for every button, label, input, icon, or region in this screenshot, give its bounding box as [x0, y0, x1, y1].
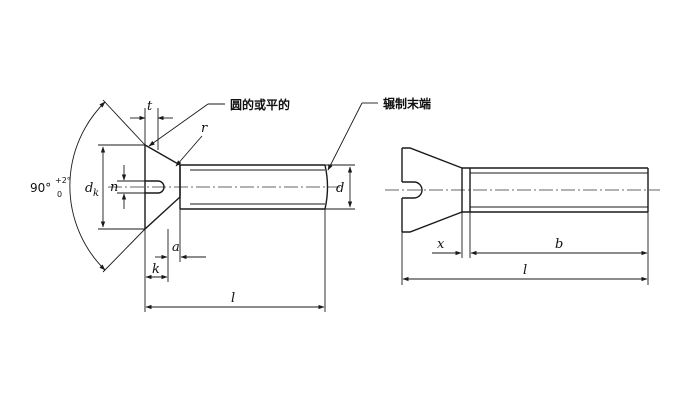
- head-slot-right: [402, 181, 423, 199]
- head-lower-edge: [402, 211, 463, 233]
- dk-subscript: k: [93, 188, 99, 199]
- angle-90-label: 90°: [30, 181, 51, 195]
- x-label: x: [437, 237, 445, 252]
- left-view: t r 圆的或平的 d k n 90° +2° 0 d: [30, 96, 431, 312]
- head-upper-edge: [402, 147, 463, 169]
- t-label: t: [147, 99, 153, 114]
- d-label-left: d: [336, 181, 344, 196]
- note-rolled-end: 辗制末端: [383, 96, 431, 111]
- right-view: x b l: [385, 147, 660, 285]
- b-label: b: [555, 237, 563, 252]
- a-label: a: [172, 240, 180, 255]
- rolled-end-left: [324, 164, 329, 210]
- n-label: n: [110, 180, 118, 195]
- note-round-or-flat: 圆的或平的: [230, 97, 290, 112]
- r-label: r: [201, 121, 208, 136]
- head-slot: [145, 180, 165, 194]
- l-label-left: l: [231, 291, 235, 306]
- angle-upper-tolerance: +2°: [55, 176, 71, 185]
- angle-lower-tolerance: 0: [57, 190, 62, 199]
- k-label: k: [152, 262, 160, 277]
- l-label-right: l: [523, 263, 527, 278]
- dk-label: d: [85, 181, 93, 196]
